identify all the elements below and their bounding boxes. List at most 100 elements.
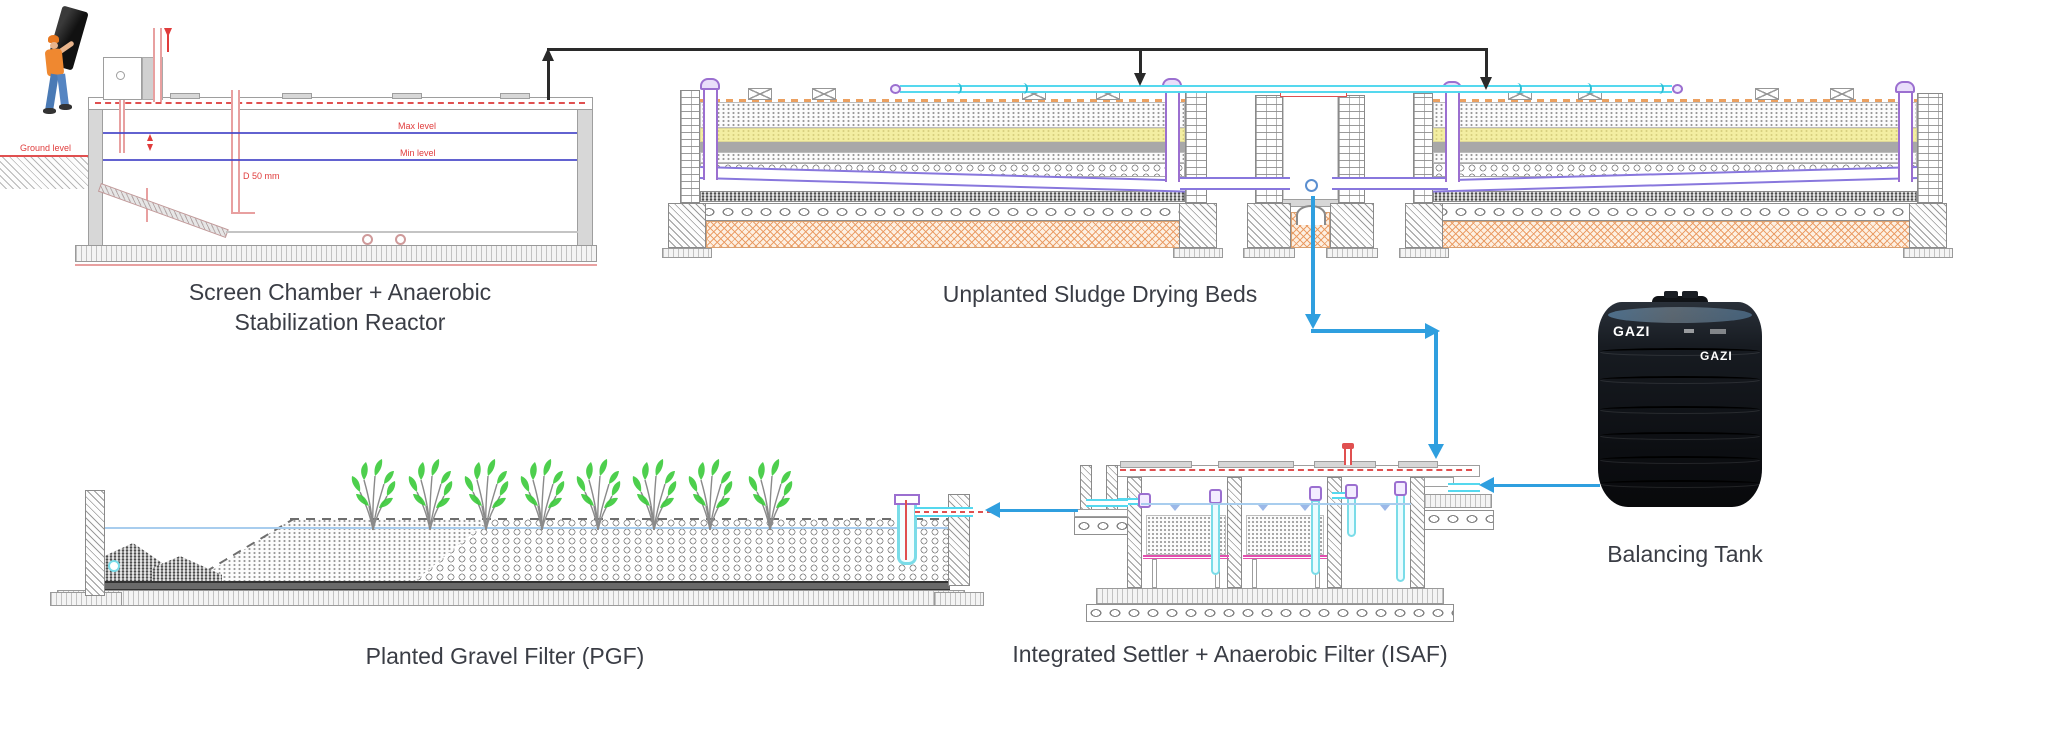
isaf-water-mark-3 bbox=[1300, 505, 1310, 511]
pgf-riser-pipe bbox=[897, 503, 917, 565]
tank-cap-knob2 bbox=[1682, 291, 1698, 298]
tank-rib-4 bbox=[1600, 432, 1760, 439]
min-level-label: Min level bbox=[400, 148, 436, 158]
bed2-footing-left bbox=[1405, 203, 1443, 248]
bed1-footing-right bbox=[1179, 203, 1217, 248]
bed2-footing-right bbox=[1909, 203, 1947, 248]
splash-box-1 bbox=[748, 88, 772, 100]
bed2-soil bbox=[1439, 221, 1911, 248]
tank-label-mark1 bbox=[1684, 329, 1694, 333]
ground-level-line bbox=[0, 155, 88, 157]
isaf-outlet-stones bbox=[1074, 517, 1128, 535]
bed1-yellow-layer bbox=[700, 128, 1185, 142]
sloped-screen-floor bbox=[97, 183, 229, 238]
floor-port-1 bbox=[362, 234, 373, 245]
sludge-line-vertical bbox=[547, 58, 550, 100]
isaf-outlet-pillar-1 bbox=[1080, 465, 1092, 515]
splash-box-8 bbox=[1830, 88, 1854, 100]
pgf-right-wall bbox=[948, 494, 970, 586]
isaf-water-mark-4 bbox=[1380, 505, 1390, 511]
isaf bbox=[1060, 430, 1510, 630]
tank-brand-mid: GAZI bbox=[1700, 349, 1733, 363]
reactor-cover-4 bbox=[500, 93, 530, 99]
sludge-branch-bed2 bbox=[1485, 51, 1488, 78]
bed1-sand-layer bbox=[700, 102, 1185, 128]
outlet-pipe-elbow bbox=[231, 206, 255, 214]
stage1-label-line1: Screen Chamber + Anaerobic bbox=[188, 279, 492, 305]
bed2-fine-gravel-layer bbox=[1433, 152, 1917, 163]
tank-label-mark2 bbox=[1710, 329, 1726, 334]
sludge-drying-beds bbox=[660, 40, 1960, 280]
isaf-cover-1 bbox=[1120, 461, 1192, 468]
percolate-arrow-1-icon bbox=[1305, 314, 1321, 329]
reactor-base-slab bbox=[75, 245, 597, 262]
bed2-sand-layer bbox=[1433, 102, 1917, 128]
isaf-inlet-pipe bbox=[1448, 483, 1480, 492]
bed2-stone-foundation bbox=[1413, 203, 1943, 221]
isaf-wall-4 bbox=[1410, 477, 1425, 588]
chamber-footing-right bbox=[1330, 203, 1374, 248]
pipe-nozzle-5 bbox=[1658, 83, 1664, 94]
isaf-bottom-slab bbox=[1096, 588, 1444, 604]
bed2-floor-band bbox=[1433, 191, 1917, 202]
isaf-downpipe-3 bbox=[1396, 487, 1405, 582]
reactor-cover-3 bbox=[392, 93, 422, 99]
isaf-effluent-arrow-icon bbox=[985, 502, 1000, 518]
reactor-right-wall bbox=[577, 104, 593, 247]
bed1-floor-band bbox=[700, 191, 1185, 202]
tank-rib-2 bbox=[1600, 376, 1760, 383]
bed2-footpad-right bbox=[1903, 248, 1953, 258]
pgf-left-wall bbox=[85, 490, 105, 596]
isaf-water-mark-2 bbox=[1258, 505, 1268, 511]
red-arrow-stem bbox=[167, 34, 169, 52]
reactor-cover-2 bbox=[282, 93, 312, 99]
isaf-water-line bbox=[1141, 503, 1411, 505]
drain-pipe-bed1-to-chamber bbox=[1180, 177, 1290, 190]
pgf-inlet-port bbox=[108, 560, 120, 572]
isaf-crosspipe-w3 bbox=[1332, 492, 1348, 499]
screen-bar-pipe bbox=[119, 100, 125, 153]
bed1-footpad-right bbox=[1173, 248, 1223, 258]
splash-box-7 bbox=[1755, 88, 1779, 100]
worker-head bbox=[50, 42, 58, 49]
bed2-riser-left bbox=[1445, 90, 1460, 182]
bed2-footpad-left bbox=[1399, 248, 1449, 258]
isaf-downpipe-2 bbox=[1311, 500, 1320, 575]
pgf-inlet-mound-2 bbox=[152, 556, 222, 583]
isaf-outlet-pipe bbox=[1086, 499, 1128, 507]
pgf-label: Planted Gravel Filter (PGF) bbox=[365, 643, 645, 669]
floor-port-2 bbox=[395, 234, 406, 245]
percolate-line-h1 bbox=[1311, 329, 1427, 333]
screen-chamber-reactor: Ground level Max level Min level D 50 bbox=[0, 0, 620, 350]
isaf-label: Integrated Settler + Anaerobic Filter (I… bbox=[1012, 641, 1448, 667]
stage1-label-line2: Stabilization Reactor bbox=[234, 309, 446, 335]
reactor-top-slab bbox=[88, 97, 593, 110]
sludge-arrow-bed1-icon bbox=[1134, 73, 1146, 86]
bed1-fine-gravel-layer bbox=[700, 152, 1185, 163]
red-tick-down-icon bbox=[147, 144, 153, 151]
tank-feed-arrow-icon bbox=[1479, 477, 1494, 493]
pgf-riser-cap bbox=[894, 494, 920, 505]
isaf-inlet-step bbox=[1424, 494, 1492, 508]
isaf-elbow-1 bbox=[1138, 493, 1151, 508]
bed1-surface-dashes bbox=[700, 99, 1185, 102]
distribution-pipe-endcap-right bbox=[1672, 84, 1683, 94]
isaf-leg-1 bbox=[1152, 559, 1157, 588]
bed1-riser-left-cap bbox=[700, 78, 720, 90]
pgf-base-sub bbox=[57, 590, 965, 606]
bed1-riser-left bbox=[703, 88, 718, 180]
chamber-footing-left bbox=[1247, 203, 1291, 248]
min-level-line bbox=[103, 159, 577, 161]
inlet-pipe-vertical bbox=[153, 28, 162, 102]
worker-helmet bbox=[48, 35, 59, 43]
isaf-cover-4 bbox=[1398, 461, 1438, 468]
isaf-effluent-line bbox=[1000, 509, 1078, 512]
reactor-floor-line bbox=[226, 231, 578, 233]
bed1-soil bbox=[706, 221, 1181, 248]
pgf-top-dashed-line bbox=[290, 518, 948, 520]
pgf-base-dark bbox=[105, 581, 950, 590]
sludge-arrow-up-icon bbox=[542, 48, 554, 61]
outlet-pipe-d50 bbox=[231, 90, 240, 212]
worker-shoe-right bbox=[59, 104, 72, 110]
tank-rib-6 bbox=[1600, 480, 1760, 487]
